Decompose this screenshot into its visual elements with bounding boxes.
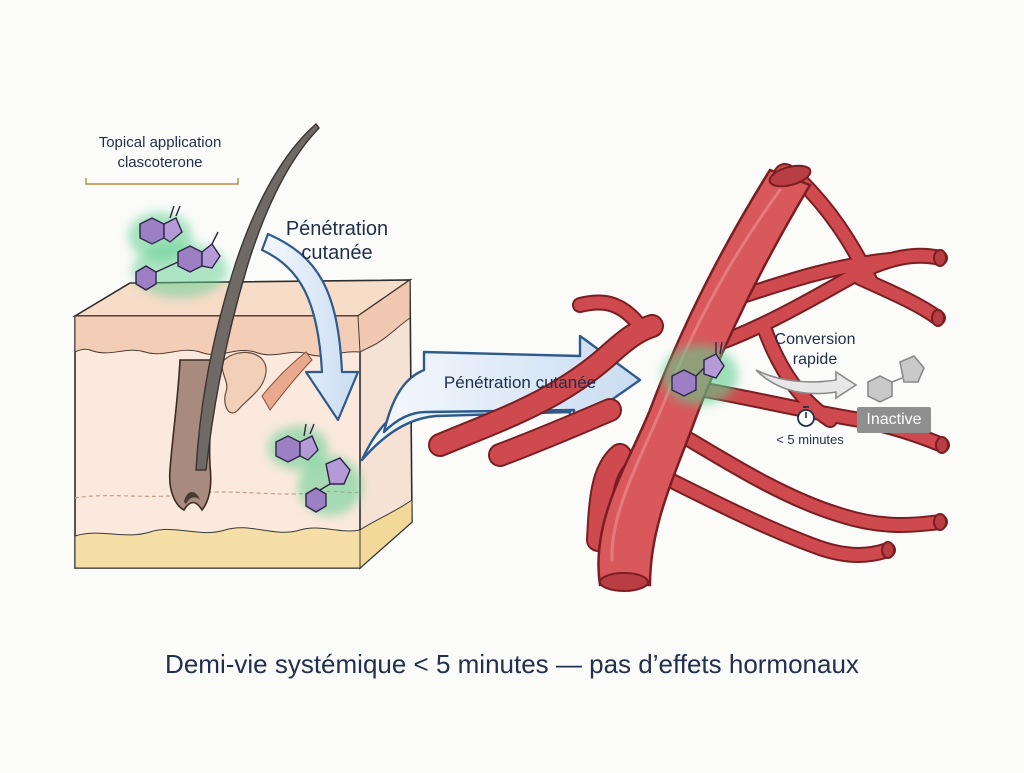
- side-fat-layer: [359, 499, 413, 570]
- molecule-icon: [268, 423, 328, 470]
- penetration-arrow-label: Pénétration cutanée: [443, 373, 597, 392]
- topical-label-line1: Topical application: [98, 134, 222, 151]
- inactive-molecule-icon: [867, 355, 925, 403]
- topical-application-label: Topical application clascoterone: [70, 133, 250, 173]
- topical-label-line2: clascoterone: [117, 154, 203, 171]
- inactive-badge: Inactive: [857, 407, 931, 433]
- molecule-icon: [662, 341, 738, 405]
- stopwatch-icon: [797, 406, 815, 427]
- fat-layer: [74, 527, 361, 569]
- topical-label-bracket: [85, 178, 239, 185]
- conversion-arrow: [755, 369, 858, 400]
- side-epidermis: [357, 279, 411, 353]
- skin-block: [72, 122, 413, 570]
- penetration-arrow-curved: [260, 232, 360, 422]
- caption: Demi-vie systémique < 5 minutes — pas d’…: [165, 649, 859, 679]
- penetration-label: Pénétration cutanée: [262, 217, 412, 265]
- hair-bulb: [184, 491, 200, 504]
- sebaceous-gland: [221, 351, 267, 414]
- molecule-icon: [298, 456, 362, 516]
- skin-top-surface: [72, 279, 413, 317]
- penetration-label-line1: Pénétration: [285, 218, 389, 240]
- arrector-muscle: [261, 351, 313, 411]
- conversion-label-line1: Conversion: [774, 331, 856, 348]
- conversion-label-line2: rapide: [792, 351, 838, 368]
- molecule-icon: [132, 231, 228, 298]
- conversion-label: Conversion rapide: [752, 330, 878, 370]
- penetration-label-line2: cutanée: [301, 242, 373, 264]
- time-label: < 5 minutes: [776, 432, 844, 447]
- hair-shaft: [195, 122, 320, 471]
